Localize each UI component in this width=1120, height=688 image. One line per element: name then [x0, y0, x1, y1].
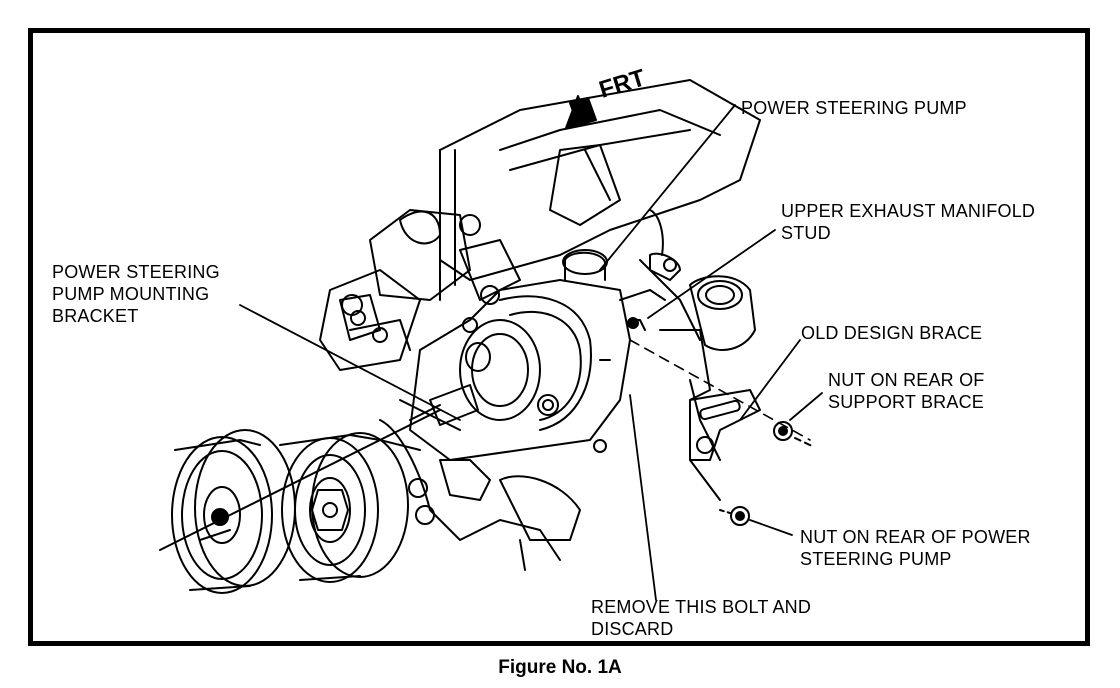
bolt-centerline	[629, 339, 811, 441]
label-nut-power-steering-pump: NUT ON REAR OF POWER STEERING PUMP	[800, 526, 1031, 570]
label-line: REMOVE THIS BOLT AND	[591, 597, 812, 617]
crankshaft-pulleys	[159, 409, 441, 594]
label-line: SUPPORT BRACE	[828, 392, 984, 412]
figure-caption: Figure No. 1A	[498, 657, 622, 678]
label-line: DISCARD	[591, 619, 674, 639]
label-line: NUT ON REAR OF	[828, 370, 985, 390]
label-line: NUT ON REAR OF POWER	[800, 527, 1031, 547]
lower-engine	[379, 399, 607, 571]
leader-lines	[239, 104, 823, 601]
label-pump-mounting-bracket: POWER STEERING PUMP MOUNTING BRACKET	[52, 261, 220, 327]
label-nut-support-brace: NUT ON REAR OF SUPPORT BRACE	[828, 369, 984, 413]
old-design-brace	[689, 389, 761, 501]
label-line: UPPER EXHAUST MANIFOLD	[781, 201, 1036, 221]
label-line: STUD	[781, 223, 831, 243]
pump-rear-nut	[719, 506, 750, 526]
label-line: BRACKET	[52, 306, 139, 326]
power-steering-pump	[409, 249, 666, 461]
support-brace-nut	[773, 421, 813, 447]
label-remove-bolt: REMOVE THIS BOLT AND DISCARD	[591, 596, 811, 640]
label-line: PUMP MOUNTING	[52, 284, 210, 304]
label-line: STEERING PUMP	[800, 549, 952, 569]
engine-block	[319, 79, 761, 371]
label-line: POWER STEERING	[52, 262, 220, 282]
label-upper-exhaust-manifold-stud: UPPER EXHAUST MANIFOLD STUD	[781, 200, 1035, 244]
figure-border	[28, 28, 1090, 646]
label-power-steering-pump: POWER STEERING PUMP	[741, 98, 967, 118]
label-old-design-brace: OLD DESIGN BRACE	[801, 323, 983, 343]
